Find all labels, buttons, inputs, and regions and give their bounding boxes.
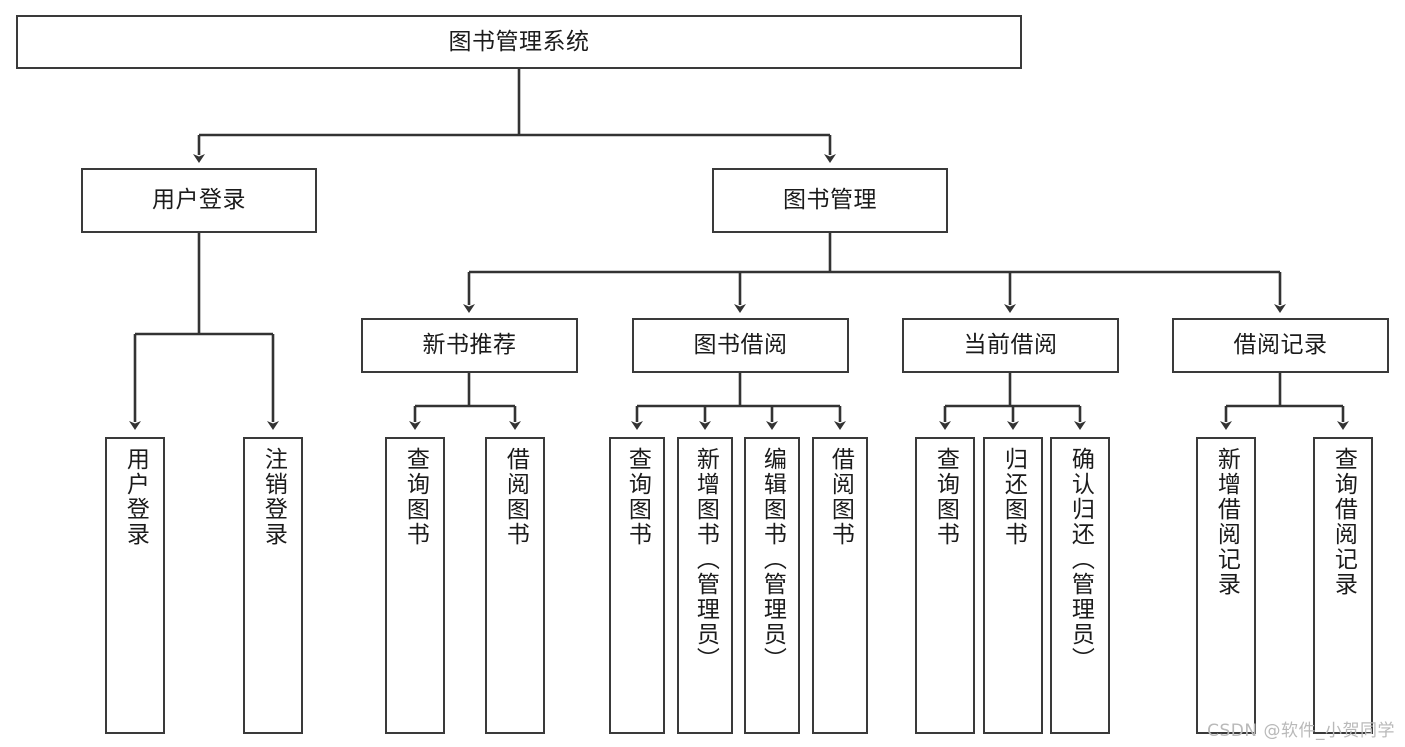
node-leaf-query-record-label: 查询借阅记录 [1330,447,1357,597]
node-leaf-user-login-label: 用户登录 [122,447,149,547]
node-current-borrow[interactable]: 当前借阅 [902,318,1119,373]
node-borrow-record[interactable]: 借阅记录 [1172,318,1389,373]
node-leaf-return-book-label: 归还图书 [1000,447,1027,547]
node-book-borrow[interactable]: 图书借阅 [632,318,849,373]
node-leaf-add-book[interactable]: 新增图书（管理员） [677,437,733,734]
node-leaf-add-record[interactable]: 新增借阅记录 [1196,437,1256,734]
node-leaf-add-record-label: 新增借阅记录 [1213,447,1240,597]
node-root-label: 图书管理系统 [448,28,590,55]
node-leaf-logout-label: 注销登录 [260,447,287,547]
node-root[interactable]: 图书管理系统 [16,15,1022,69]
node-leaf-borrow-book-1[interactable]: 借阅图书 [485,437,545,734]
node-leaf-confirm-return[interactable]: 确认归还（管理员） [1050,437,1110,734]
node-new-book-recommend-label: 新书推荐 [422,332,517,359]
node-leaf-query-book-2[interactable]: 查询图书 [609,437,665,734]
node-new-book-recommend[interactable]: 新书推荐 [361,318,578,373]
node-leaf-edit-book-label: 编辑图书（管理员） [759,447,786,672]
csdn-watermark: CSDN @软件_小贺同学 [1207,721,1395,741]
node-book-borrow-label: 图书借阅 [693,332,788,359]
node-book-manage[interactable]: 图书管理 [712,168,948,233]
node-leaf-add-book-label: 新增图书（管理员） [692,447,719,672]
node-book-manage-label: 图书管理 [783,187,877,214]
node-leaf-borrow-book-1-label: 借阅图书 [502,447,529,547]
node-leaf-query-book-1-label: 查询图书 [402,447,429,547]
node-leaf-confirm-return-label: 确认归还（管理员） [1067,447,1094,672]
node-user-login-label: 用户登录 [152,187,246,214]
node-leaf-borrow-book-2-label: 借阅图书 [827,447,854,547]
node-leaf-query-book-1[interactable]: 查询图书 [385,437,445,734]
node-user-login[interactable]: 用户登录 [81,168,317,233]
node-borrow-record-label: 借阅记录 [1233,332,1328,359]
node-leaf-logout[interactable]: 注销登录 [243,437,303,734]
node-current-borrow-label: 当前借阅 [963,332,1058,359]
node-leaf-borrow-book-2[interactable]: 借阅图书 [812,437,868,734]
node-leaf-query-book-3[interactable]: 查询图书 [915,437,975,734]
node-leaf-return-book[interactable]: 归还图书 [983,437,1043,734]
node-leaf-query-book-2-label: 查询图书 [624,447,651,547]
node-leaf-query-book-3-label: 查询图书 [932,447,959,547]
node-leaf-query-record[interactable]: 查询借阅记录 [1313,437,1373,734]
node-leaf-user-login[interactable]: 用户登录 [105,437,165,734]
node-leaf-edit-book[interactable]: 编辑图书（管理员） [744,437,800,734]
